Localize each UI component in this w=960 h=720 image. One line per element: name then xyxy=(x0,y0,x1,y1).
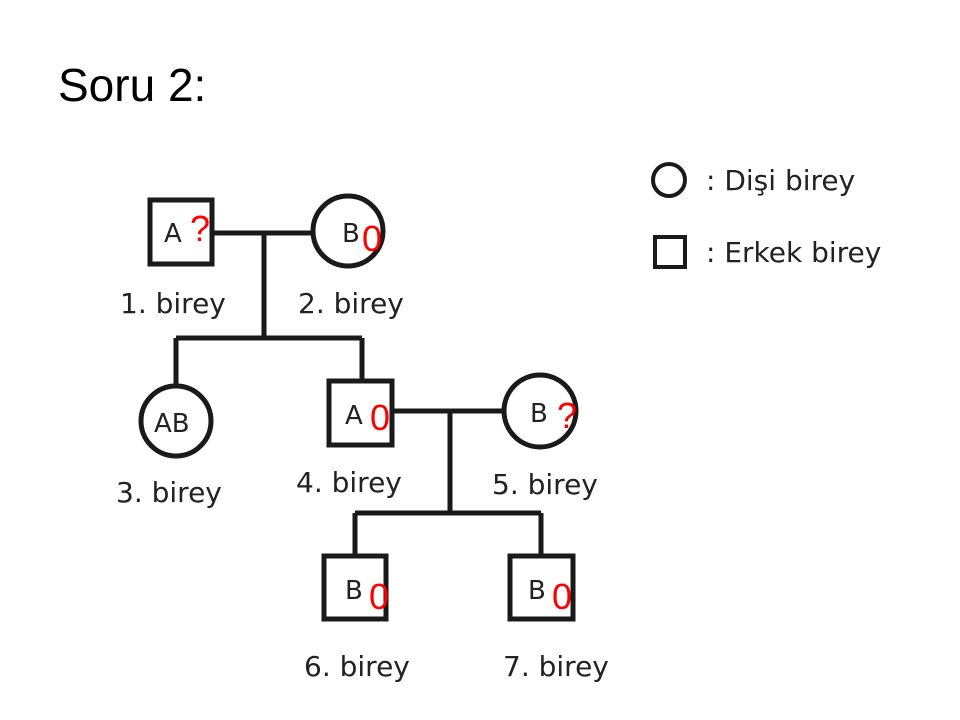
individual-3: AB 3. birey xyxy=(116,383,222,509)
male-square-symbol xyxy=(321,553,389,622)
genotype-mark: 0 xyxy=(552,576,572,617)
slide-title: Soru 2: xyxy=(58,59,207,111)
individual-label: 6. birey xyxy=(304,650,410,683)
individual-label: 4. birey xyxy=(296,466,402,499)
phenotype-label: B xyxy=(528,576,546,606)
phenotype-label: B xyxy=(342,219,360,249)
male-square-symbol xyxy=(147,197,215,267)
individual-4: A 0 4. birey xyxy=(296,378,402,499)
legend-male-square-icon xyxy=(653,235,687,269)
genotype-mark: 0 xyxy=(369,576,389,617)
phenotype-label: A xyxy=(345,401,363,431)
genotype-mark: 0 xyxy=(370,397,390,438)
genotype-mark: ? xyxy=(190,208,210,249)
female-circle-symbol xyxy=(310,193,386,269)
legend: : Dişi birey : Erkek birey xyxy=(651,162,881,269)
male-square-symbol xyxy=(507,553,576,622)
individual-7: B 0 7. birey xyxy=(503,553,609,683)
individual-label: 3. birey xyxy=(116,476,222,509)
phenotype-label: B xyxy=(345,576,363,606)
individual-5: B ? 5. birey xyxy=(492,372,598,501)
phenotype-label: AB xyxy=(154,409,190,439)
individual-label: 1. birey xyxy=(120,287,226,320)
individual-1: A ? 1. birey xyxy=(120,197,226,320)
phenotype-label: B xyxy=(530,399,548,429)
pedigree-lines xyxy=(173,230,544,556)
female-circle-symbol xyxy=(138,383,214,459)
female-circle-symbol xyxy=(501,372,579,450)
phenotype-label: A xyxy=(164,219,182,249)
legend-male-label: : Erkek birey xyxy=(706,236,881,269)
genotype-mark: ? xyxy=(557,395,577,436)
legend-female-label: : Dişi birey xyxy=(706,164,855,197)
individual-label: 2. birey xyxy=(298,287,404,320)
individual-label: 5. birey xyxy=(492,468,598,501)
male-square-symbol xyxy=(326,378,395,448)
legend-female-circle-icon xyxy=(651,162,687,198)
individual-2: B 0 2. birey xyxy=(298,193,404,320)
individual-label: 7. birey xyxy=(503,650,609,683)
individual-6: B 0 6. birey xyxy=(304,553,410,683)
genotype-mark: 0 xyxy=(362,218,382,259)
